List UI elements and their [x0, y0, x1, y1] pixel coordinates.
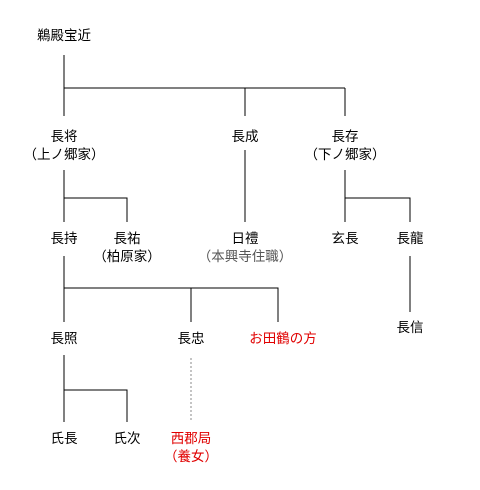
connector-nagateru — [63, 355, 128, 422]
connector-nagamochi — [63, 256, 279, 322]
node-nagasuke-label: 長祐 — [113, 231, 141, 247]
node-nagatatsu-label: 長龍 — [396, 231, 424, 247]
node-nagamochi-label: 長持 — [50, 231, 78, 247]
connector-root — [63, 55, 346, 116]
node-ujinaga-label: 氏長 — [50, 431, 78, 447]
node-nagaari-label: 長存 — [331, 129, 359, 145]
node-gencho-label: 玄長 — [331, 231, 359, 247]
node-naganobu: 長信 — [397, 319, 424, 337]
node-naganobu-label: 長信 — [396, 320, 424, 336]
node-root: 鵜殿宝近 — [37, 27, 91, 45]
node-nagamochi: 長持 — [51, 230, 78, 248]
node-saigo-sub: （養女） — [164, 449, 218, 465]
node-nagatatsu: 長龍 — [397, 230, 424, 248]
node-ujitsugu-label: 氏次 — [113, 431, 141, 447]
connector-nagaari — [344, 170, 411, 222]
node-nagateru-label: 長照 — [50, 331, 78, 347]
node-nagashige: 長成 — [232, 128, 259, 146]
node-nagasuke: 長祐 （柏原家） — [93, 230, 161, 266]
node-nichirei-label: 日禮 — [231, 231, 259, 247]
node-otazu: お田鶴の方 — [249, 330, 317, 348]
node-nichirei: 日禮 （本興寺住職） — [198, 230, 293, 266]
node-nagateru: 長照 — [51, 330, 78, 348]
node-gencho: 玄長 — [332, 230, 359, 248]
node-nagaari: 長存 （下ノ郷家） — [305, 128, 386, 164]
node-ujinaga: 氏長 — [51, 430, 78, 448]
node-saigo: 西郡局 （養女） — [164, 430, 218, 466]
node-nagamasa-label: 長将 — [50, 129, 78, 145]
node-nagaari-sub: （下ノ郷家） — [304, 147, 386, 163]
node-nagasuke-sub: （柏原家） — [93, 249, 161, 265]
node-root-label: 鵜殿宝近 — [37, 28, 91, 44]
node-nagamasa-sub: （上ノ郷家） — [23, 147, 105, 163]
node-nagatada: 長忠 — [178, 330, 205, 348]
node-otazu-label: お田鶴の方 — [249, 331, 317, 347]
connector-nagamasa — [63, 170, 128, 222]
node-nichirei-sub: （本興寺住職） — [197, 249, 293, 265]
node-nagamasa: 長将 （上ノ郷家） — [24, 128, 105, 164]
node-nagashige-label: 長成 — [231, 129, 259, 145]
node-saigo-label: 西郡局 — [170, 431, 212, 447]
node-ujitsugu: 氏次 — [114, 430, 141, 448]
node-nagatada-label: 長忠 — [177, 331, 205, 347]
